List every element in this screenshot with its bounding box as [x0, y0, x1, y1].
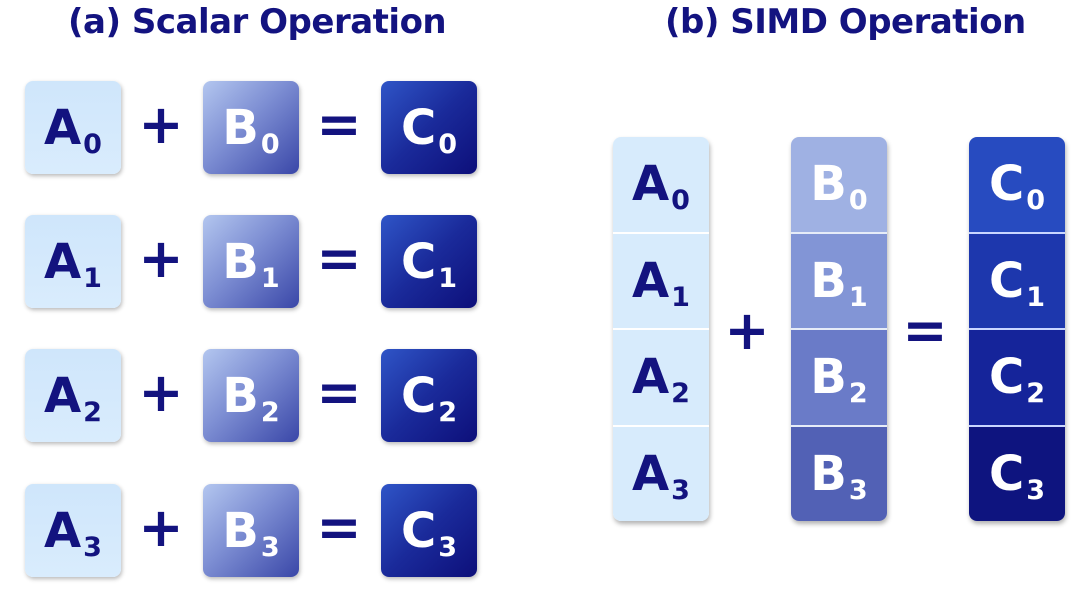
simd-b-0-index: 0 [848, 185, 868, 217]
scalar-a-0-index: 0 [83, 128, 102, 160]
scalar-a-2-letter: A [44, 367, 82, 424]
simd-c-1-index: 1 [1026, 281, 1046, 313]
scalar-a-3-index: 3 [83, 531, 102, 563]
simd-b-0-letter: B [810, 156, 847, 213]
scalar-c-0-index: 0 [438, 128, 458, 160]
scalar-b-3-letter: B [222, 502, 259, 559]
scalar-c-2-letter: C [400, 367, 437, 424]
scalar-equals-3: = [316, 496, 362, 559]
scalar-c-1-letter: C [400, 233, 437, 290]
scalar-b-1-index: 1 [260, 262, 280, 294]
scalar-b-2-letter: B [222, 367, 259, 424]
simd-c-3-letter: C [988, 445, 1025, 502]
simd-c-2-index: 2 [1026, 378, 1046, 410]
scalar-c-2-index: 2 [438, 396, 458, 428]
scalar-plus-2: + [138, 361, 184, 424]
simd-operation-title: (b) SIMD Operation [665, 2, 1026, 42]
scalar-b-0-letter: B [222, 99, 259, 156]
simd-c-1-letter: C [988, 252, 1025, 309]
simd-c-0-index: 0 [1026, 185, 1046, 217]
simd-a-3-index: 3 [671, 474, 690, 506]
scalar-plus-1: + [138, 227, 184, 290]
scalar-b-2-index: 2 [260, 396, 280, 428]
simd-a-1-index: 1 [671, 281, 690, 313]
simd-b-3-index: 3 [848, 474, 868, 506]
scalar-a-0-letter: A [44, 99, 82, 156]
simd-b-2-letter: B [810, 349, 847, 406]
scalar-c-3-letter: C [400, 502, 437, 559]
scalar-c-3-index: 3 [438, 531, 458, 563]
scalar-equals-1: = [316, 227, 362, 290]
simd-c-0-letter: C [988, 156, 1025, 213]
scalar-a-2-index: 2 [83, 396, 102, 428]
scalar-equals-0: = [316, 93, 362, 156]
simd-b-1-letter: B [810, 252, 847, 309]
simd-a-1-letter: A [632, 252, 670, 309]
scalar-b-0-index: 0 [260, 128, 280, 160]
simd-b-1-index: 1 [848, 281, 868, 313]
scalar-a-3-letter: A [44, 502, 82, 559]
simd-a-2-index: 2 [671, 378, 690, 410]
simd-b-3-letter: B [810, 445, 847, 502]
simd-a-0-letter: A [632, 156, 670, 213]
scalar-a-1-letter: A [44, 233, 82, 290]
simd-equals: = [902, 299, 948, 362]
scalar-operation-title: (a) Scalar Operation [68, 2, 447, 42]
simd-b-2-index: 2 [848, 378, 868, 410]
scalar-b-3-index: 3 [260, 531, 280, 563]
scalar-plus-3: + [138, 496, 184, 559]
scalar-equals-2: = [316, 361, 362, 424]
scalar-plus-0: + [138, 93, 184, 156]
scalar-c-1-index: 1 [438, 262, 458, 294]
simd-c-2-letter: C [988, 349, 1025, 406]
scalar-a-1-index: 1 [83, 262, 102, 294]
simd-c-3-index: 3 [1026, 474, 1046, 506]
simd-plus: + [724, 299, 770, 362]
scalar-c-0-letter: C [400, 99, 437, 156]
simd-a-0-index: 0 [671, 185, 690, 217]
scalar-b-1-letter: B [222, 233, 259, 290]
simd-a-2-letter: A [632, 349, 670, 406]
simd-a-3-letter: A [632, 445, 670, 502]
